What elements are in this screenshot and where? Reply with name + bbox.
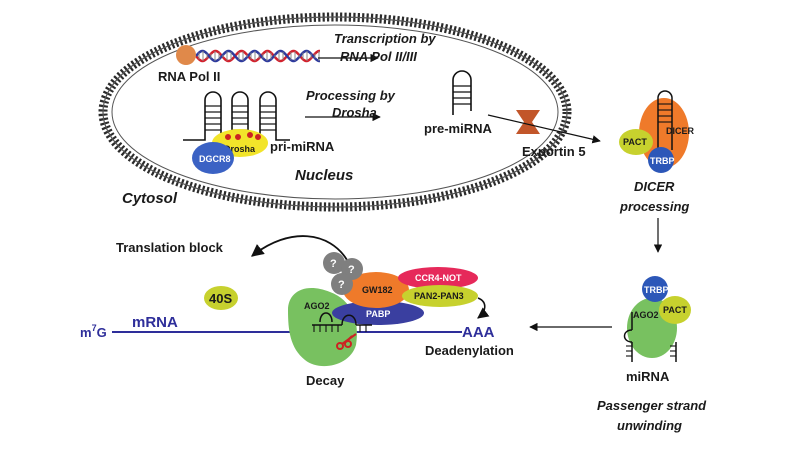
nucleus-membrane [98, 12, 572, 212]
pact-label-2: PACT [663, 305, 687, 315]
transcription-label-2: RNA Pol II/III [340, 49, 417, 64]
trbp-label-1: TRBP [650, 156, 675, 166]
deadenylation-arrow [477, 297, 490, 319]
nucleus-label: Nucleus [295, 167, 353, 184]
processing-label-2: Drosha [332, 105, 377, 120]
risc-complex [288, 252, 478, 367]
ago2-label-right: AGO2 [633, 310, 659, 320]
mrna-label: mRNA [132, 314, 178, 331]
risc-loading-complex [623, 276, 691, 362]
decay-label: Decay [306, 373, 345, 388]
dicer-processing-label-2: processing [619, 199, 689, 214]
pabp-label: PABP [366, 309, 390, 319]
pri-mirna-label: pri-miRNA [270, 139, 335, 154]
processing-label-1: Processing by [306, 88, 396, 103]
forty-s-label: 40S [209, 291, 232, 306]
question-2: ? [348, 264, 355, 276]
pre-mirna-label: pre-miRNA [424, 121, 493, 136]
deadenylation-label: Deadenylation [425, 343, 514, 358]
rna-pol-ii-icon [176, 45, 196, 65]
translation-block-label: Translation block [116, 240, 224, 255]
passenger-label-2: unwinding [617, 418, 682, 433]
ribosome-40s [204, 286, 238, 310]
question-1: ? [330, 258, 337, 270]
pact-label-1: PACT [623, 137, 647, 147]
pri-mirna-hairpins [183, 91, 290, 141]
dgcr8-label: DGCR8 [199, 154, 231, 164]
dicer-label: DICER [666, 126, 695, 136]
pre-mirna-hairpin [452, 70, 472, 115]
m7g-cap-label: m7G [80, 323, 107, 340]
mirna-label: miRNA [626, 369, 670, 384]
exportin-label: Exportin 5 [522, 144, 586, 159]
translation-block-arrow [251, 235, 348, 261]
trbp-label-2: TRBP [644, 285, 669, 295]
dgcr8-protein [192, 142, 234, 174]
dicer-complex [619, 90, 689, 173]
aaa-label: AAA [462, 324, 495, 341]
ago2-label-left: AGO2 [304, 301, 330, 311]
pan2-pan3-label: PAN2-PAN3 [414, 291, 464, 301]
cytosol-label: Cytosol [122, 190, 178, 207]
transcription-label-1: Transcription by [334, 31, 436, 46]
scissors-icon [225, 132, 261, 140]
export-arrow [487, 114, 601, 144]
rna-pol-ii-label: RNA Pol II [158, 69, 220, 84]
exportin-5-pore [516, 110, 540, 134]
ccr4-not-label: CCR4-NOT [415, 273, 462, 283]
question-3: ? [338, 279, 345, 291]
passenger-label-1: Passenger strand [597, 398, 707, 413]
dicer-processing-label-1: DICER [634, 179, 675, 194]
gw182-label: GW182 [362, 285, 393, 295]
drosha-label: Drosha [224, 144, 256, 154]
dna-helix [195, 49, 320, 63]
